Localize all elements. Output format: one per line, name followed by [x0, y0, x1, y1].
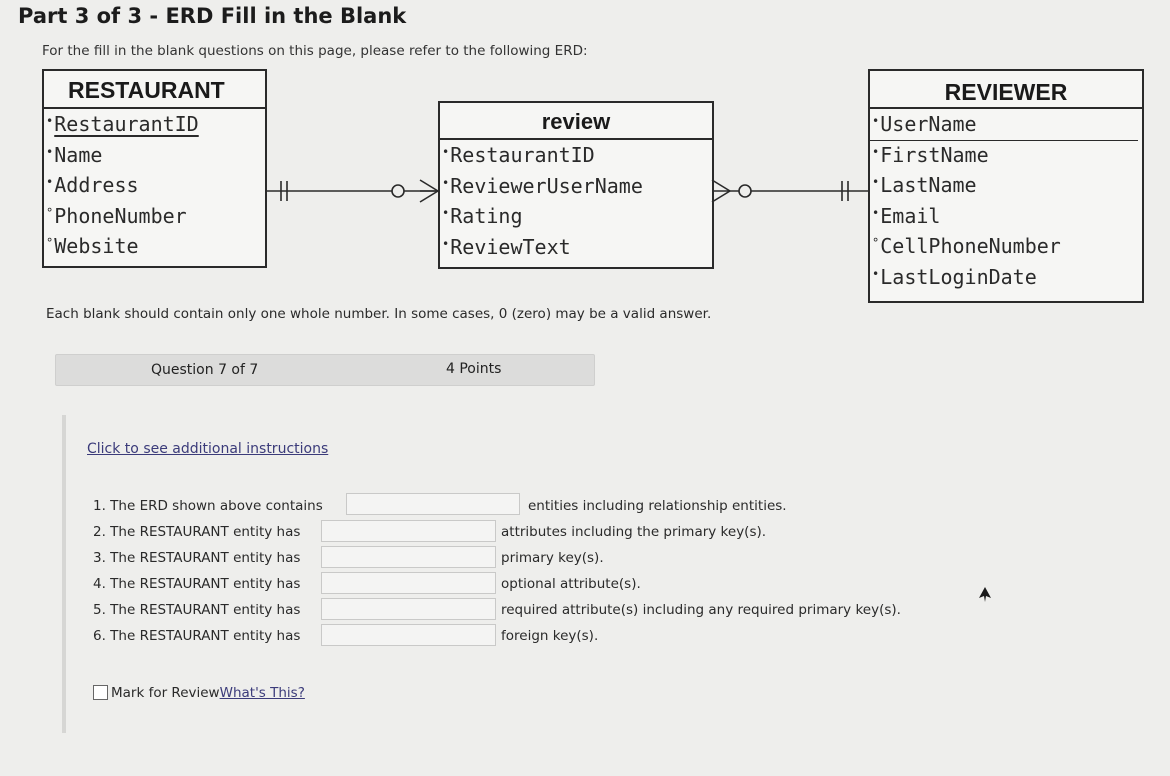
- attribute: •UserName: [870, 109, 1142, 140]
- item-tail: optional attribute(s).: [501, 576, 641, 592]
- item-lead: 1. The ERD shown above contains: [93, 498, 323, 514]
- instruction-note: Each blank should contain only one whole…: [46, 306, 712, 322]
- relationship-lines: [265, 179, 868, 203]
- attribute-bullet: •: [46, 114, 54, 128]
- attribute: •RestaurantID: [440, 140, 712, 171]
- intro-text: For the fill in the blank questions on t…: [42, 43, 588, 59]
- attribute-name: Website: [54, 234, 139, 258]
- attribute-bullet: °: [46, 205, 54, 220]
- attribute-bullet: •: [442, 145, 450, 159]
- attribute-name: LastName: [880, 173, 977, 197]
- attribute-bullet: •: [442, 236, 450, 251]
- item-tail: primary key(s).: [501, 550, 604, 566]
- item-lead: 5. The RESTAURANT entity has: [93, 602, 301, 618]
- item-lead: 4. The RESTAURANT entity has: [93, 576, 301, 592]
- blank-input-4[interactable]: [321, 572, 496, 594]
- attribute: •FirstName: [870, 140, 1142, 171]
- attribute-bullet: •: [442, 175, 450, 190]
- attribute-bullet: •: [46, 175, 54, 189]
- attribute: •Rating: [440, 201, 712, 232]
- blank-item-1: 1. The ERD shown above contains entities…: [93, 493, 813, 520]
- attribute-name: FirstName: [880, 142, 989, 167]
- blank-item-2: 2. The RESTAURANT entity has attributes …: [93, 520, 953, 546]
- attribute: •ReviewerUserName: [440, 171, 712, 202]
- attribute: •RestaurantID: [44, 109, 265, 140]
- attribute-bullet: •: [872, 175, 880, 189]
- restaurant-entity: RESTAURANT •RestaurantID •Name •Address …: [42, 69, 267, 268]
- attribute-name: RestaurantID: [54, 112, 199, 136]
- crow-foot: [419, 179, 439, 192]
- item-tail: entities including relationship entities…: [528, 498, 787, 514]
- attribute: •ReviewText: [440, 232, 712, 263]
- attribute: •LastName: [870, 170, 1142, 201]
- mark-for-review: Mark for ReviewWhat's This?: [93, 684, 305, 701]
- question-points: 4 Points: [446, 361, 502, 377]
- crow-foot: [711, 179, 731, 192]
- attribute-bullet: •: [872, 266, 880, 281]
- blank-item-4: 4. The RESTAURANT entity has optional at…: [93, 572, 953, 598]
- attribute-name: RestaurantID: [450, 143, 595, 167]
- blank-item-5: 5. The RESTAURANT entity has required at…: [93, 598, 953, 624]
- attribute: •Address: [44, 170, 265, 201]
- blank-input-6[interactable]: [321, 624, 496, 646]
- blank-item-6: 6. The RESTAURANT entity has foreign key…: [93, 624, 953, 650]
- question-margin-bar: [62, 415, 66, 733]
- question-header: Question 7 of 7 4 Points: [55, 354, 595, 386]
- entity-title: review: [440, 103, 712, 140]
- attribute: °CellPhoneNumber: [870, 231, 1142, 262]
- attribute: •Email: [870, 201, 1142, 232]
- zero-circle: [738, 184, 752, 198]
- attribute: •Name: [44, 140, 265, 171]
- attribute-name: LastLoginDate: [880, 264, 1037, 289]
- item-lead: 6. The RESTAURANT entity has: [93, 628, 301, 644]
- reviewer-entity: REVIEWER •UserName •FirstName •LastName …: [868, 69, 1144, 303]
- item-tail: attributes including the primary key(s).: [501, 524, 767, 540]
- whats-this-link[interactable]: What's This?: [219, 685, 305, 701]
- question-number: Question 7 of 7: [151, 362, 259, 378]
- attribute-name: Email: [880, 203, 941, 228]
- entity-title: REVIEWER: [870, 71, 1142, 109]
- additional-instructions-link[interactable]: Click to see additional instructions: [87, 441, 329, 457]
- item-tail: foreign key(s).: [501, 628, 599, 644]
- attribute-name: ReviewText: [450, 234, 571, 259]
- page-title: Part 3 of 3 - ERD Fill in the Blank: [18, 4, 407, 28]
- attribute-name: UserName: [880, 112, 977, 136]
- attribute-name: Address: [54, 173, 139, 197]
- attribute: °Website: [44, 231, 265, 262]
- mark-for-review-label[interactable]: Mark for Review: [111, 685, 220, 701]
- attribute-name: ReviewerUserName: [450, 173, 643, 198]
- attribute-bullet: •: [46, 144, 54, 159]
- item-tail: required attribute(s) including any requ…: [501, 602, 901, 618]
- review-entity: review •RestaurantID •ReviewerUserName •…: [438, 101, 714, 269]
- item-lead: 2. The RESTAURANT entity has: [93, 524, 301, 540]
- crow-foot: [419, 190, 439, 203]
- attribute-name: CellPhoneNumber: [880, 234, 1061, 258]
- attribute: °PhoneNumber: [44, 201, 265, 232]
- attribute-name: Rating: [450, 204, 523, 228]
- blank-input-3[interactable]: [321, 546, 496, 568]
- mouse-cursor-icon: [979, 587, 991, 602]
- attribute: •LastLoginDate: [870, 262, 1142, 293]
- attribute-name: Name: [54, 142, 103, 167]
- attribute-name: PhoneNumber: [54, 203, 187, 228]
- blank-input-5[interactable]: [321, 598, 496, 620]
- crow-foot: [711, 190, 731, 203]
- zero-circle: [391, 184, 405, 198]
- attribute-bullet: °: [872, 236, 880, 250]
- entity-title: RESTAURANT: [44, 71, 265, 109]
- primary-key-underline: [870, 140, 1138, 141]
- attribute-bullet: •: [872, 144, 880, 159]
- attribute-bullet: °: [46, 236, 54, 250]
- blank-item-3: 3. The RESTAURANT entity has primary key…: [93, 546, 953, 572]
- attribute-bullet: •: [442, 206, 450, 220]
- attribute-bullet: •: [872, 114, 880, 128]
- blank-input-2[interactable]: [321, 520, 496, 542]
- blank-input-1[interactable]: [346, 493, 520, 515]
- item-lead: 3. The RESTAURANT entity has: [93, 550, 301, 566]
- attribute-bullet: •: [872, 205, 880, 220]
- mark-for-review-checkbox[interactable]: [93, 684, 108, 700]
